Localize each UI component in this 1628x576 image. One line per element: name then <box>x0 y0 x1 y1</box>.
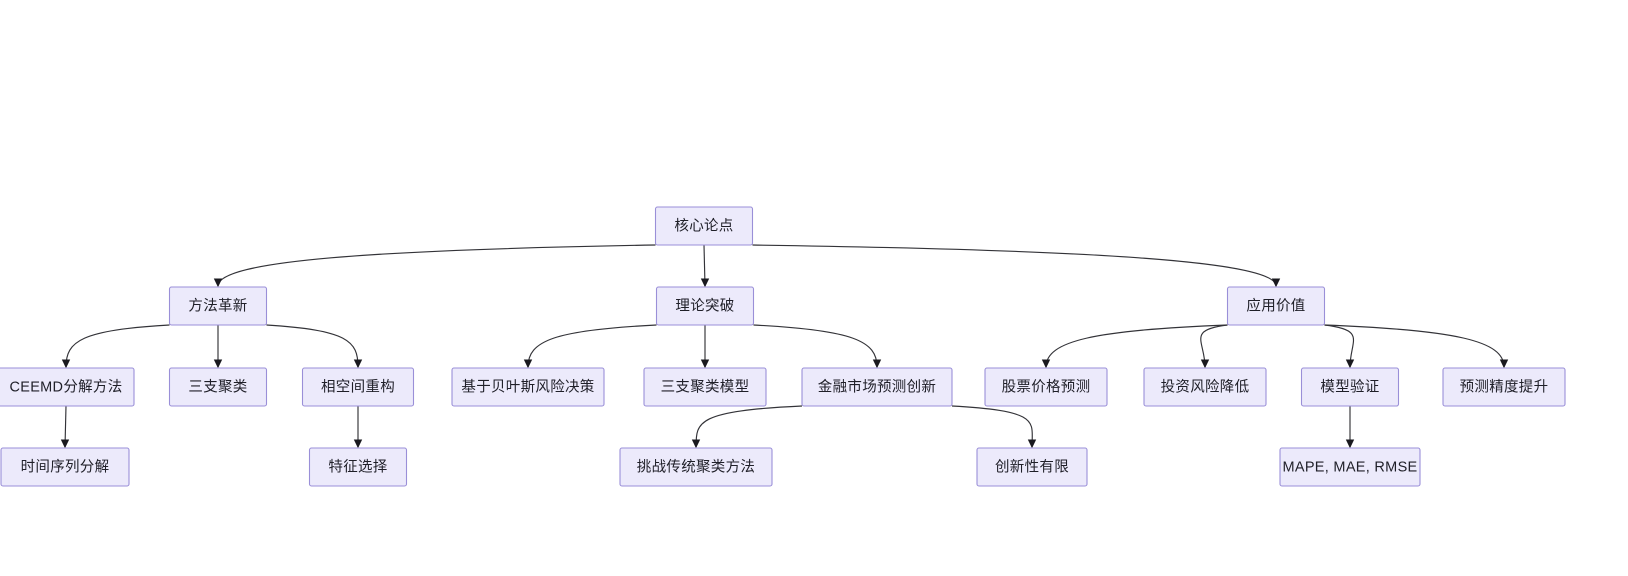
arrowhead-b3-to-c8 <box>1200 359 1210 369</box>
arrowhead-root-to-b1 <box>213 278 223 288</box>
edge-root-to-b1 <box>217 244 656 287</box>
arrowhead-b1-to-c3 <box>353 359 363 369</box>
arrowhead-c6-to-d3 <box>691 439 701 449</box>
arrowhead-b3-to-c9 <box>1345 359 1355 369</box>
node-d4[interactable]: 创新性有限 <box>976 447 1088 487</box>
node-label-d4: 创新性有限 <box>995 458 1069 475</box>
node-box-d2[interactable] <box>308 447 408 487</box>
node-c1[interactable]: CEEMD分解方法 <box>0 367 135 407</box>
node-box-c7[interactable] <box>984 367 1108 407</box>
node-box-d4[interactable] <box>976 447 1088 487</box>
node-d3[interactable]: 挑战传统聚类方法 <box>619 447 773 487</box>
node-d2[interactable]: 特征选择 <box>308 447 408 487</box>
node-c4[interactable]: 基于贝叶斯风险决策 <box>451 367 605 407</box>
node-box-c1[interactable] <box>0 367 135 407</box>
node-label-d3: 挑战传统聚类方法 <box>637 458 755 475</box>
arrowhead-b1-to-c1 <box>61 359 71 369</box>
node-label-b1: 方法革新 <box>188 297 247 314</box>
node-b3[interactable]: 应用价值 <box>1226 286 1326 326</box>
node-b2[interactable]: 理论突破 <box>655 286 755 326</box>
node-label-d2: 特征选择 <box>328 458 387 475</box>
node-box-d3[interactable] <box>619 447 773 487</box>
node-c9[interactable]: 模型验证 <box>1300 367 1400 407</box>
node-box-c3[interactable] <box>301 367 415 407</box>
arrowhead-b3-to-c7 <box>1041 359 1051 369</box>
node-box-c5[interactable] <box>643 367 767 407</box>
node-label-root: 核心论点 <box>674 217 733 234</box>
node-label-d1: 时间序列分解 <box>21 458 110 475</box>
node-c3[interactable]: 相空间重构 <box>301 367 415 407</box>
arrowhead-c9-to-d5 <box>1345 439 1355 449</box>
node-label-c2: 三支聚类 <box>188 378 247 395</box>
node-box-b2[interactable] <box>655 286 755 326</box>
node-label-c6: 金融市场预测创新 <box>818 378 936 395</box>
edge-layer <box>60 244 1509 449</box>
node-box-b3[interactable] <box>1226 286 1326 326</box>
node-c8[interactable]: 投资风险降低 <box>1143 367 1267 407</box>
arrowhead-c3-to-d2 <box>353 439 363 449</box>
edge-b3-to-c7 <box>1045 324 1228 368</box>
arrowhead-c6-to-d4 <box>1027 439 1037 449</box>
arrowhead-b2-to-c5 <box>700 359 710 369</box>
node-box-root[interactable] <box>654 206 754 246</box>
node-box-d1[interactable] <box>0 447 130 487</box>
edge-b2-to-c6 <box>753 324 878 368</box>
node-box-c4[interactable] <box>451 367 605 407</box>
node-label-d5: MAPE, MAE, RMSE <box>1282 459 1417 475</box>
arrowhead-root-to-b2 <box>700 278 710 288</box>
node-label-c8: 投资风险降低 <box>1161 378 1250 395</box>
edge-b2-to-c4 <box>527 324 657 368</box>
arrowhead-b3-to-c10 <box>1499 359 1509 369</box>
node-box-c10[interactable] <box>1442 367 1566 407</box>
arrowhead-b2-to-c6 <box>872 359 882 369</box>
node-c7[interactable]: 股票价格预测 <box>984 367 1108 407</box>
node-box-d5[interactable] <box>1279 447 1421 487</box>
arrowhead-b2-to-c4 <box>523 359 533 369</box>
node-label-c5: 三支聚类模型 <box>661 378 750 395</box>
node-label-b3: 应用价值 <box>1246 296 1305 314</box>
node-c10[interactable]: 预测精度提升 <box>1442 367 1566 407</box>
node-label-c3: 相空间重构 <box>321 378 395 395</box>
node-box-c6[interactable] <box>801 367 953 407</box>
node-d5[interactable]: MAPE, MAE, RMSE <box>1279 447 1421 487</box>
node-root[interactable]: 核心论点 <box>654 206 754 246</box>
node-c5[interactable]: 三支聚类模型 <box>643 367 767 407</box>
node-box-c9[interactable] <box>1300 367 1400 407</box>
node-c2[interactable]: 三支聚类 <box>168 367 268 407</box>
node-box-c2[interactable] <box>168 367 268 407</box>
arrowhead-c1-to-d1 <box>60 439 70 449</box>
edge-c6-to-d4 <box>951 405 1033 448</box>
node-label-c7: 股票价格预测 <box>1002 378 1091 395</box>
node-d1[interactable]: 时间序列分解 <box>0 447 130 487</box>
edge-root-to-b3 <box>752 244 1277 287</box>
node-c6[interactable]: 金融市场预测创新 <box>801 367 953 407</box>
edge-c6-to-d3 <box>695 405 803 448</box>
node-label-c4: 基于贝叶斯风险决策 <box>461 378 594 395</box>
node-label-c9: 模型验证 <box>1320 378 1379 395</box>
node-label-c1: CEEMD分解方法 <box>9 378 122 395</box>
edge-b1-to-c1 <box>65 324 170 368</box>
node-box-b1[interactable] <box>168 286 268 326</box>
arrowhead-b1-to-c2 <box>213 359 223 369</box>
node-b1[interactable]: 方法革新 <box>168 286 268 326</box>
node-label-c10: 预测精度提升 <box>1460 378 1549 395</box>
edge-b3-to-c10 <box>1324 324 1505 368</box>
edge-b1-to-c3 <box>266 324 359 368</box>
arrowhead-root-to-b3 <box>1271 278 1281 288</box>
node-label-b2: 理论突破 <box>675 297 734 314</box>
node-box-c8[interactable] <box>1143 367 1267 407</box>
